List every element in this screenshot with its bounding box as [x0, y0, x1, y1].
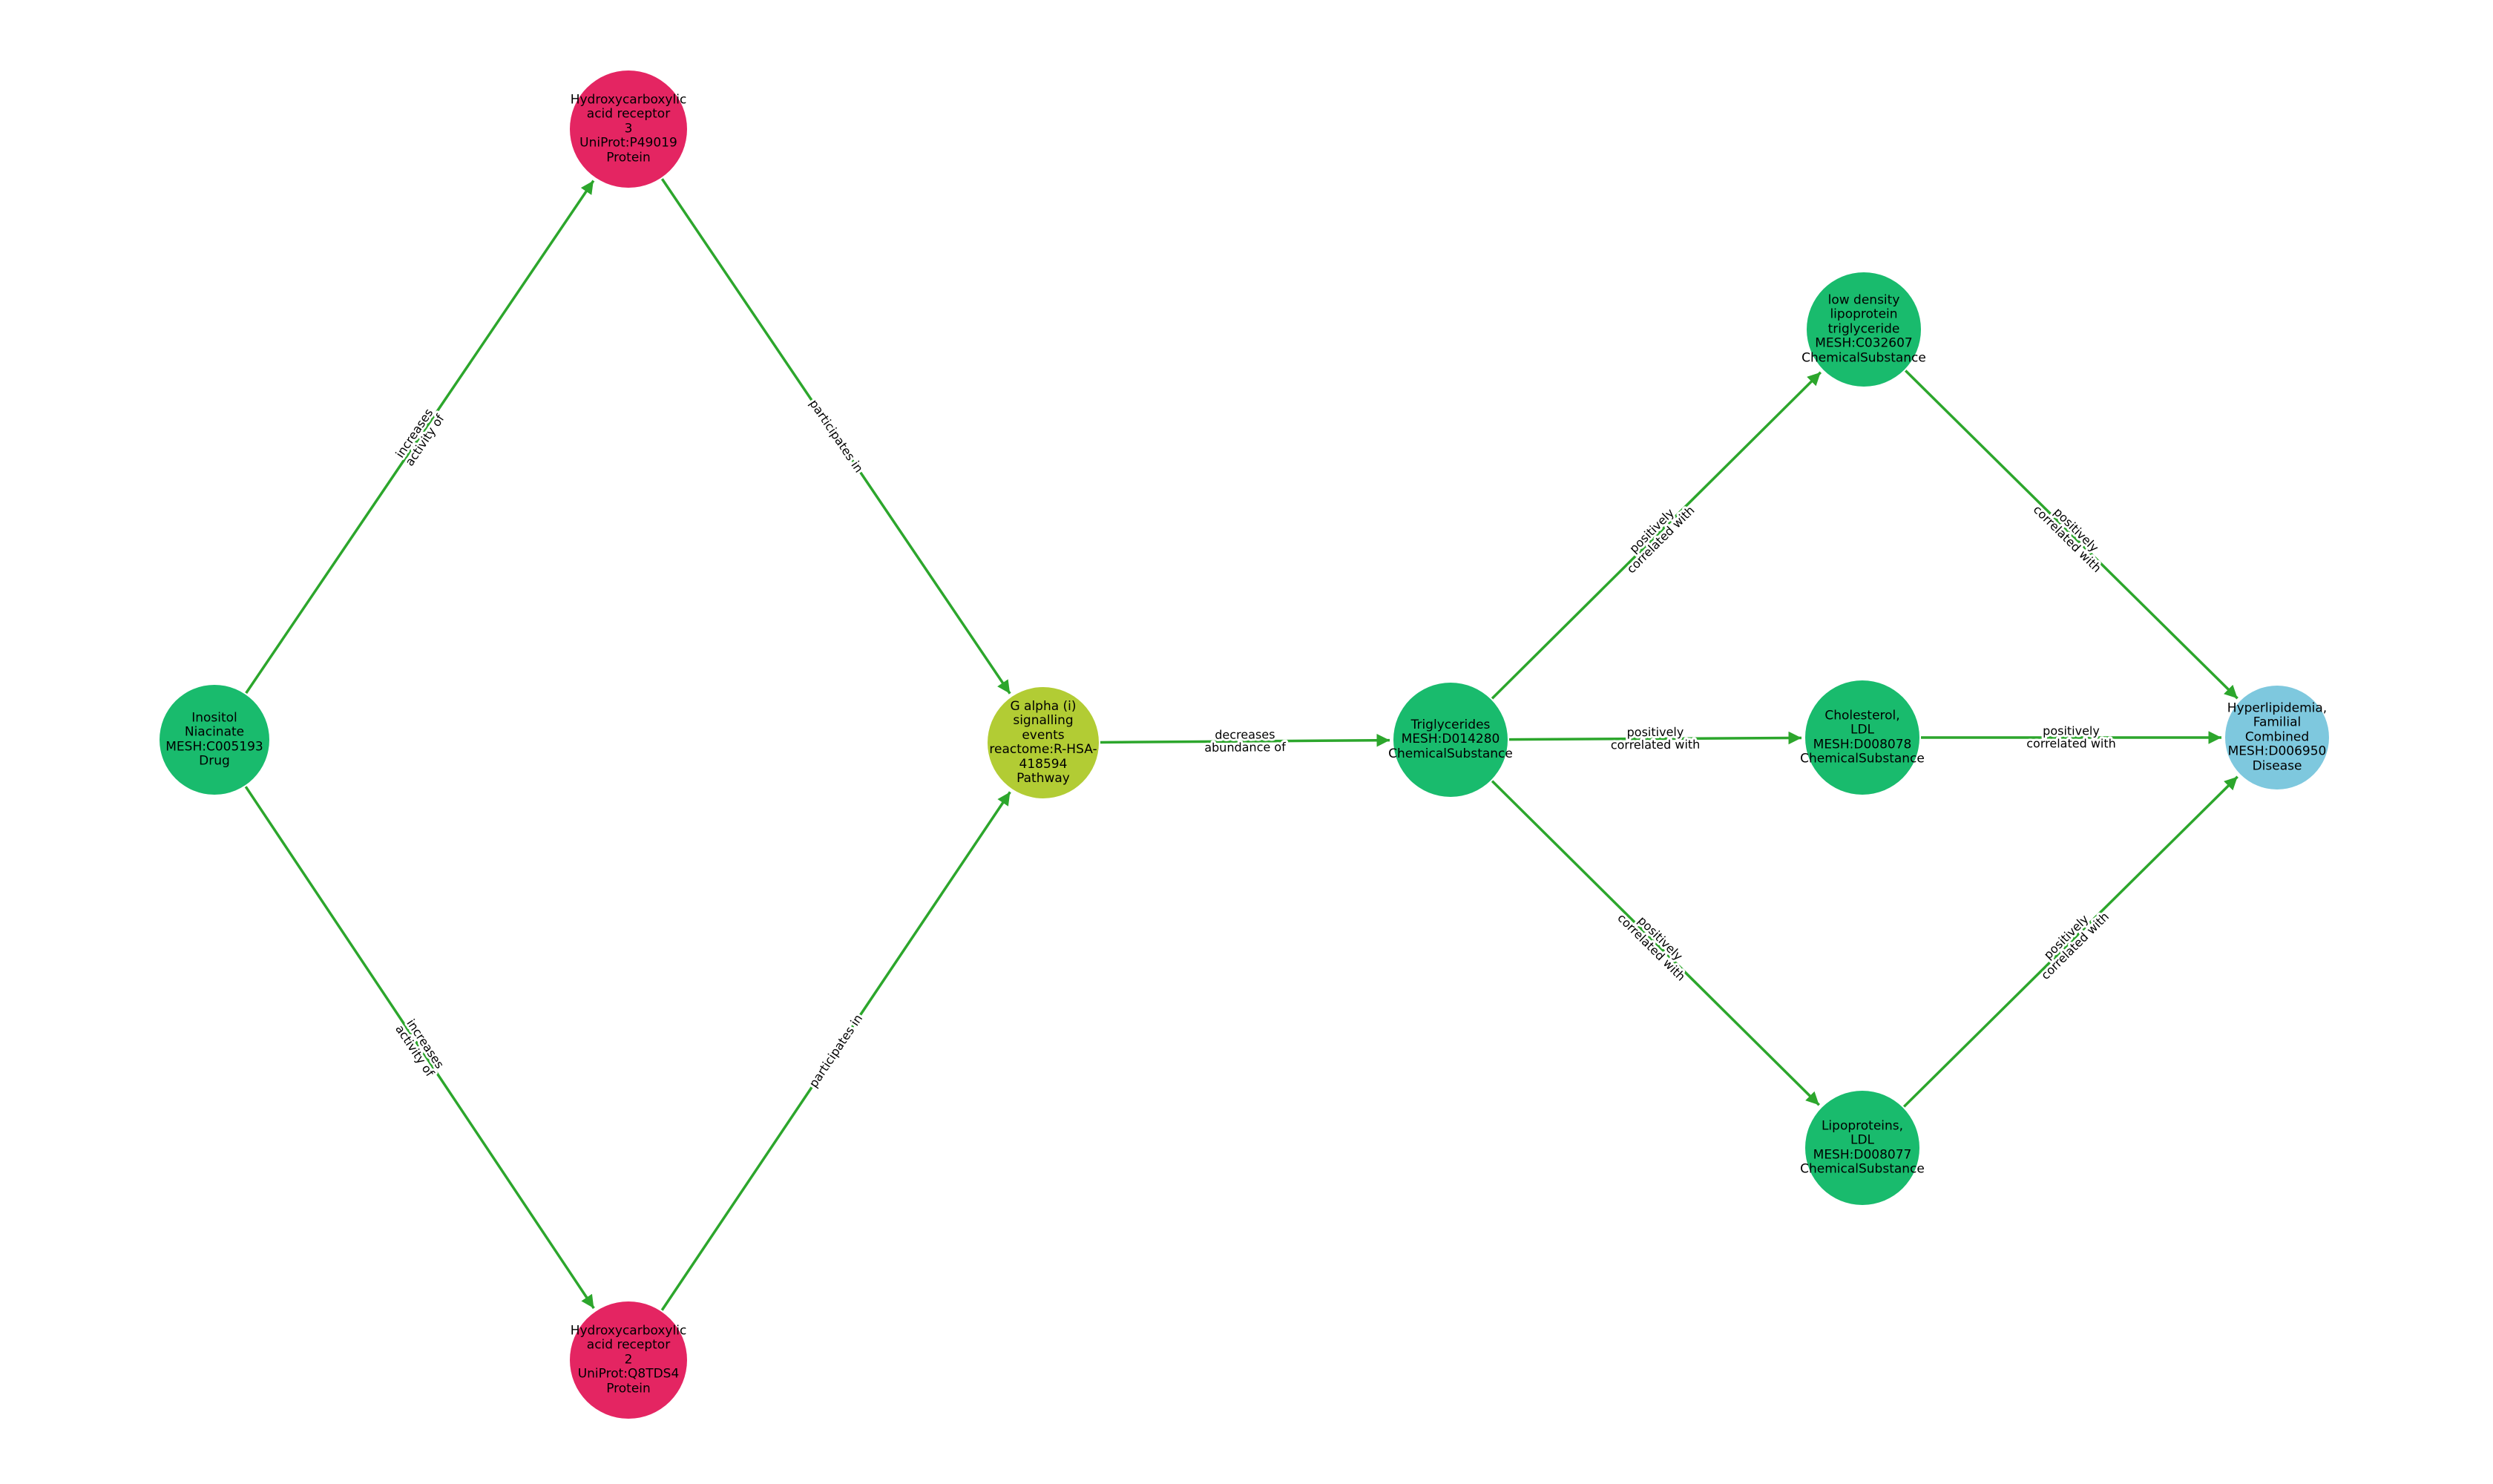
node-label-line: MESH:C032607	[1815, 335, 1913, 351]
node-label-line: MESH:D014280	[1401, 732, 1500, 747]
node-label-line: MESH:D008077	[1813, 1147, 1912, 1162]
edge-inositol-niacinate-to-hca-receptor-3	[245, 180, 595, 695]
edge-triglycerides-to-cholesterol-ldl	[1508, 731, 1802, 745]
edge-label-lipoproteins-ldl-to-hyperlipidemia: positivelycorrelated with	[2029, 901, 2112, 982]
node-label-line: MESH:C005193	[165, 739, 263, 754]
node-label-line: LDL	[1850, 1132, 1875, 1148]
edge-label-line: correlated with	[2026, 737, 2116, 751]
node-label-line: Combined	[2244, 729, 2310, 745]
node-label-line: ChemicalSubstance	[1800, 751, 1925, 766]
node-label-line: triglyceride	[1827, 321, 1900, 337]
node-label-line: UniProt:P49019	[579, 135, 677, 151]
node-label-line: 3	[624, 121, 633, 137]
node-label-line: acid receptor	[586, 1337, 671, 1353]
node-label-line: low density	[1827, 292, 1900, 308]
node-label-line: Protein	[606, 1381, 651, 1396]
node-label-line: LDL	[1850, 722, 1875, 738]
node-label-line: ChemicalSubstance	[1800, 1161, 1925, 1177]
node-label-line: Drug	[199, 753, 230, 769]
node-label-line: Protein	[606, 150, 651, 165]
node-label-line: MESH:D008078	[1813, 737, 1912, 752]
edge-label-line: abundance of	[1204, 740, 1286, 755]
node-label-line: events	[1022, 727, 1065, 743]
edge-triglycerides-to-lipoproteins-ldl	[1491, 780, 1820, 1106]
node-label-line: 2	[624, 1352, 633, 1368]
node-label-line: Triglycerides	[1410, 717, 1491, 732]
node-label-line: Disease	[2252, 758, 2302, 774]
edge-hca-receptor-3-to-g-alpha-i-signalling	[660, 178, 1011, 695]
node-label-line: G alpha (i)	[1010, 698, 1077, 714]
edge-label-hca-receptor-2-to-g-alpha-i-signalling: participates in	[807, 1011, 866, 1090]
node-label-line: reactome:R-HSA-	[989, 742, 1097, 757]
node-label-line: ChemicalSubstance	[1388, 746, 1513, 761]
edge-label-triglycerides-to-ldl-triglyceride: positivelycorrelated with	[1615, 494, 1698, 576]
node-label-line: Hyperlipidemia,	[2227, 700, 2328, 716]
node-label-line: Inositol	[191, 710, 237, 726]
node-label-line: lipoprotein	[1830, 306, 1898, 322]
node-label-line: Niacinate	[184, 724, 245, 740]
edge-inositol-niacinate-to-hca-receptor-2	[244, 786, 595, 1310]
node-label-line: Hydroxycarboxylic	[570, 92, 687, 108]
node-label-line: Familial	[2253, 715, 2302, 730]
node-label-line: UniProt:Q8TDS4	[577, 1366, 680, 1382]
edge-label-hca-receptor-3-to-g-alpha-i-signalling: participates in	[807, 397, 866, 476]
node-label-line: Cholesterol,	[1824, 708, 1900, 723]
edge-label-inositol-niacinate-to-hca-receptor-2: increasesactivity of	[392, 1015, 447, 1079]
node-label-line: Hydroxycarboxylic	[570, 1323, 687, 1339]
edge-label-triglycerides-to-lipoproteins-ldl: positivelycorrelated with	[1615, 902, 1697, 983]
node-label-line: MESH:D006950	[2227, 743, 2327, 759]
edge-label-ldl-triglyceride-to-hyperlipidemia: positivelycorrelated with	[2031, 493, 2113, 575]
edge-label-line: participates in	[807, 397, 866, 476]
edge-g-alpha-i-signalling-to-triglycerides	[1100, 733, 1390, 747]
node-label-line: ChemicalSubstance	[1801, 350, 1926, 366]
edge-label-line: positively	[1627, 725, 1684, 739]
edges-group	[244, 178, 2239, 1311]
node-label-line: acid receptor	[586, 106, 671, 122]
edge-lipoproteins-ldl-to-hyperlipidemia	[1902, 775, 2239, 1108]
edge-label-line: correlated with	[1611, 738, 1701, 752]
edge-label-line: positively	[2043, 724, 2100, 738]
node-label-line: 418594	[1019, 756, 1068, 772]
edge-ldl-triglyceride-to-hyperlipidemia	[1904, 370, 2239, 700]
edge-label-line: decreases	[1215, 727, 1275, 742]
edge-triglycerides-to-ldl-triglyceride	[1491, 371, 1822, 700]
node-label-line: signalling	[1013, 713, 1074, 729]
edge-label-inositol-niacinate-to-hca-receptor-3: increasesactivity of	[392, 404, 447, 468]
node-label-line: Lipoproteins,	[1821, 1118, 1904, 1134]
edge-label-line: participates in	[807, 1011, 866, 1090]
edge-hca-receptor-2-to-g-alpha-i-signalling	[660, 791, 1011, 1311]
